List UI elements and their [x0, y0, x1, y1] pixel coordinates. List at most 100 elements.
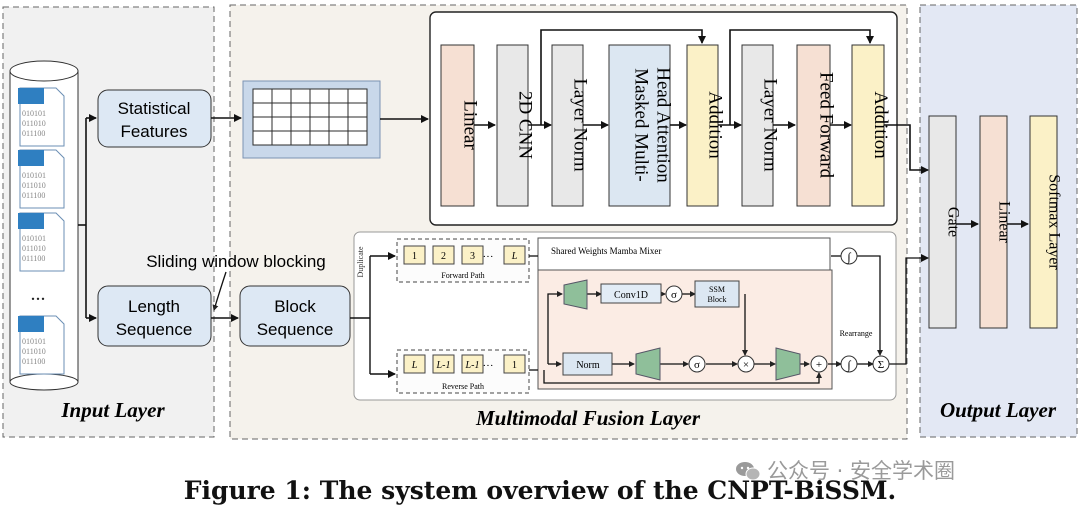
ssm-label-2: Block: [707, 295, 726, 304]
transformer-block: Addition: [686, 44, 726, 207]
statistical-features-label-1: Statistical: [118, 99, 191, 118]
matrix-cell: [252, 102, 273, 118]
file-bits-text: 011100: [22, 191, 45, 200]
shared-mixer-title: Shared Weights Mamba Mixer: [551, 246, 661, 256]
path-token-label: L-1: [465, 360, 480, 371]
sigma-bottom-label: σ: [694, 359, 700, 371]
token-ellipsis: ···: [483, 251, 494, 263]
token-ellipsis: ···: [483, 360, 494, 372]
wechat-icon: [736, 462, 761, 481]
path-token-label: 1: [512, 360, 517, 371]
transformer-block-label: Layer Norm: [570, 78, 591, 172]
transformer-block-label: Linear: [460, 100, 481, 150]
transformer-block-label: Addition: [870, 91, 891, 159]
transformer-block: Masked Multi-Head Attention: [608, 44, 674, 207]
conv1d-label: Conv1D: [614, 290, 648, 301]
matrix-cell: [290, 116, 311, 132]
output-trapezoid: [775, 347, 801, 381]
file-bits-text: 011010: [22, 244, 46, 253]
sigma-circle-top: [665, 285, 683, 303]
matrix-cell: [271, 88, 292, 104]
add-label: +: [816, 359, 822, 371]
statistical-features-label-2: Features: [120, 122, 187, 141]
file-bits-text: 011100: [22, 357, 45, 366]
file-bits-text: 010101: [22, 337, 46, 346]
activation-circle-bottom: [840, 355, 858, 373]
matrix-cell: [347, 102, 368, 118]
matrix-cell: [328, 88, 349, 104]
file-bits-text: 010101: [22, 234, 46, 243]
output-block-label: Softmax Layer: [1046, 174, 1063, 270]
file-bits-text: 011010: [22, 119, 46, 128]
multiply-label: ×: [743, 359, 749, 371]
path-token: [461, 354, 484, 374]
output-block: Linear: [979, 115, 1013, 329]
path-token-label: 2: [441, 251, 446, 262]
file-ellipsis: ...: [31, 283, 46, 305]
path-token: [503, 245, 526, 265]
sliding-window-label: Sliding window blocking: [146, 252, 326, 271]
feature-matrix: [242, 80, 381, 159]
path-token: [432, 245, 455, 265]
matrix-cell: [347, 130, 368, 146]
path-token-label: L-1: [436, 360, 451, 371]
matrix-cell: [309, 130, 330, 146]
file-bits-text: 010101: [22, 109, 46, 118]
rearrange-label: Rearrange: [840, 329, 873, 338]
transformer-block: Addition: [851, 44, 891, 207]
transformer-block: Feed Forward: [796, 44, 837, 207]
length-sequence-box: [97, 285, 212, 347]
ssm-block: [694, 280, 740, 308]
diagram-canvas: 0101010110100111000101010110100111000101…: [2, 4, 1078, 440]
block-sequence-box: [239, 285, 351, 347]
matrix-cell: [290, 130, 311, 146]
transformer-block-label: 2D CNN: [515, 91, 536, 159]
matrix-cell: [252, 116, 273, 132]
matrix-cell: [290, 88, 311, 104]
path-token: [503, 354, 526, 374]
duplicate-label: Duplicate: [356, 246, 365, 278]
matrix-cell: [271, 102, 292, 118]
matrix-cell: [328, 116, 349, 132]
path-token: [432, 354, 455, 374]
fusion-layer-title: Multimodal Fusion Layer: [475, 406, 701, 430]
matrix-cell: [252, 88, 273, 104]
output-block: Softmax Layer: [1029, 115, 1063, 329]
length-sequence-label-1: Length: [128, 297, 180, 316]
forward-path-label: Forward Path: [441, 271, 484, 280]
matrix-cell: [328, 130, 349, 146]
transformer-block-label: Masked Multi-: [631, 68, 652, 181]
block-sequence-label-2: Sequence: [257, 320, 334, 339]
file-bits-text: 011100: [22, 254, 45, 263]
watermark: 公众号 · 安全学术圈: [735, 455, 955, 485]
transformer-block-label: Addition: [705, 91, 726, 159]
matrix-cell: [271, 116, 292, 132]
transformer-block: Layer Norm: [741, 44, 781, 207]
path-token-label: L: [411, 360, 418, 371]
file-bits-text: 011010: [22, 181, 46, 190]
sum-label: Σ: [878, 359, 884, 371]
matrix-cell: [347, 88, 368, 104]
transformer-block: Layer Norm: [551, 44, 591, 207]
sigma-top-label: σ: [671, 289, 677, 301]
transformer-block: Linear: [440, 44, 481, 207]
sum-circle: [872, 355, 890, 373]
path-token-label: L: [511, 251, 518, 262]
output-block-label: Gate: [945, 207, 962, 237]
conv1d-box: [600, 283, 662, 304]
length-sequence-label-2: Sequence: [116, 320, 193, 339]
add-circle: [810, 355, 828, 373]
transformer-block: 2D CNN: [496, 44, 536, 207]
output-layer-title: Output Layer: [940, 398, 1057, 422]
transformer-block-label: Layer Norm: [760, 78, 781, 172]
figure-caption: Figure 1: The system overview of the CNP…: [183, 476, 897, 505]
block-sequence-label-1: Block: [274, 297, 316, 316]
file-bits-text: 011100: [22, 129, 45, 138]
watermark-text: 公众号 · 安全学术圈: [767, 459, 956, 483]
activation-top-label: ∫: [846, 250, 851, 264]
matrix-cell: [309, 88, 330, 104]
path-token-label: 3: [470, 251, 475, 262]
